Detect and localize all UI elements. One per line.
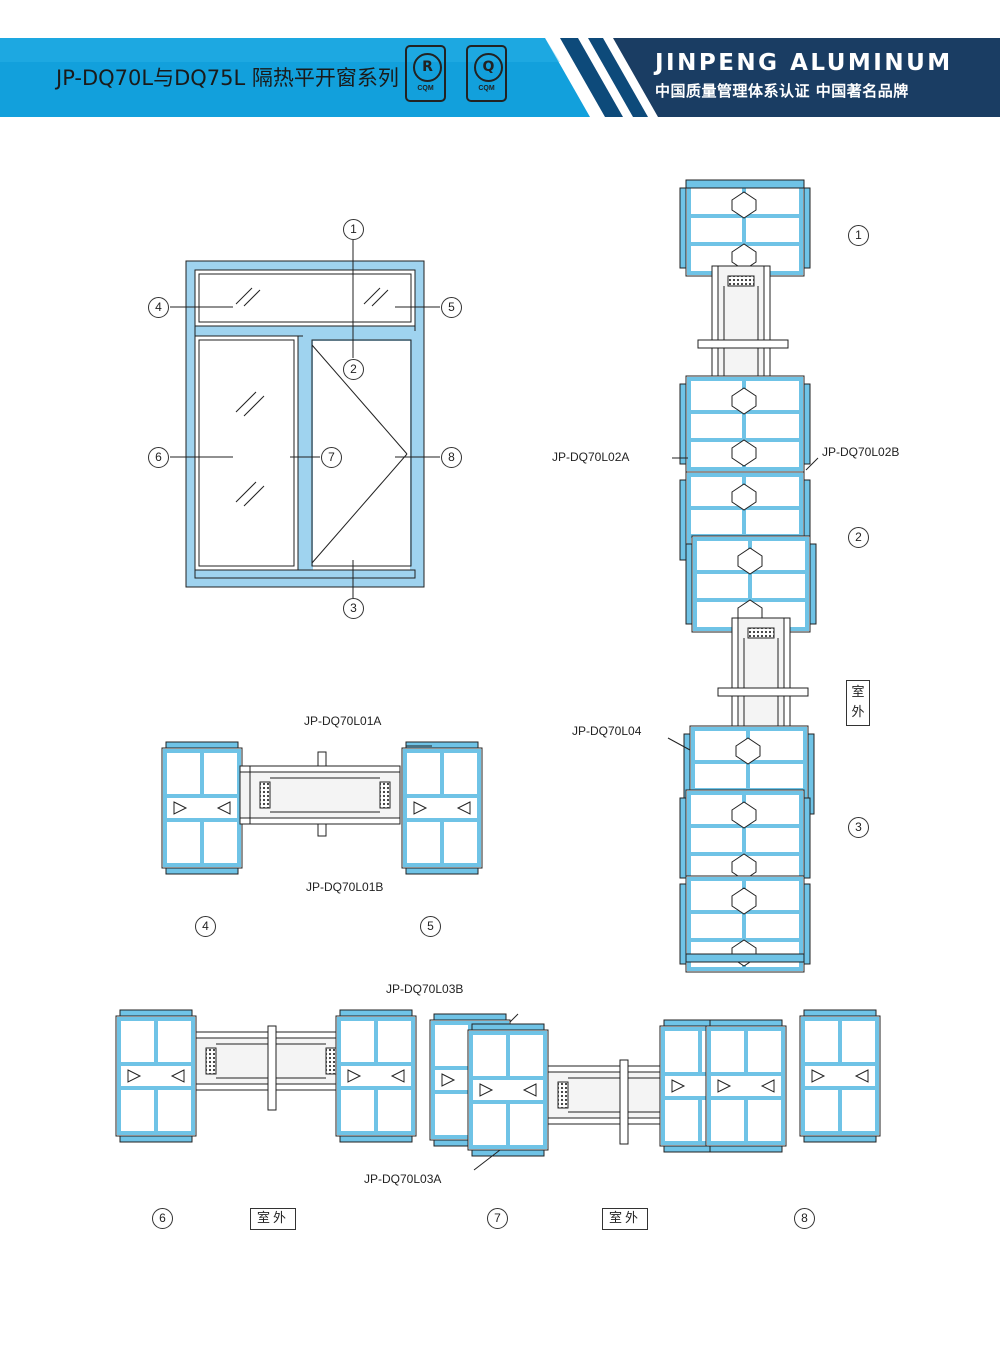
elevation-number-4: 4 [148,297,169,318]
elevation-number-1: 1 [343,219,364,240]
profile-label-l01b: JP-DQ70L01B [306,880,384,894]
elevation-number-5: 5 [441,297,462,318]
brand-slogan: 中国质量管理体系认证 中国著名品牌 [655,82,909,100]
cert-q-text: CQM [478,85,495,92]
horizontal-section-6-7-8 [114,1008,882,1171]
header-band [0,38,1000,117]
profile-label-l02b: JP-DQ70L02B [822,445,900,459]
section-number-2: 2 [848,527,869,548]
outdoor-label-right: 室外 [602,1208,649,1230]
outdoor-char-2: 外 [851,705,865,720]
elevation-number-2: 2 [343,359,364,380]
elevation-number-8: 8 [441,447,462,468]
outdoor-char-1: 室 [851,685,865,700]
section-number-6: 6 [152,1208,173,1229]
cert-q-letter: Q [474,53,503,82]
section-number-7: 7 [487,1208,508,1229]
cqm-r-certification-icon: R CQM [405,45,446,102]
page-header: JP-DQ70L与DQ75L 隔热平开窗系列 R CQM Q CQM JINPE… [0,0,1000,117]
outdoor-label-vertical: 室 外 [846,680,870,726]
page-title: JP-DQ70L与DQ75L 隔热平开窗系列 [56,66,399,90]
cqm-q-certification-icon: Q CQM [466,45,507,102]
profile-label-l02a: JP-DQ70L02A [552,450,630,464]
profile-label-l04: JP-DQ70L04 [572,724,642,738]
elevation-number-7: 7 [321,447,342,468]
section-number-1: 1 [848,225,869,246]
profile-label-l03a: JP-DQ70L03A [364,1172,442,1186]
cert-r-text: CQM [417,85,434,92]
section-number-3: 3 [848,817,869,838]
vertical-section [667,178,819,974]
cert-r-letter: R [413,53,442,82]
section-number-4: 4 [195,916,216,937]
profile-label-l03b: JP-DQ70L03B [386,982,464,996]
window-elevation [170,240,440,598]
section-number-5: 5 [420,916,441,937]
section-number-8: 8 [794,1208,815,1229]
elevation-number-6: 6 [148,447,169,468]
outdoor-label-left: 室外 [250,1208,297,1230]
brand-name: JINPENG ALUMINUM [655,50,953,76]
elevation-number-3: 3 [343,598,364,619]
profile-label-l01a: JP-DQ70L01A [304,714,382,728]
horizontal-section-4-5 [160,740,484,876]
